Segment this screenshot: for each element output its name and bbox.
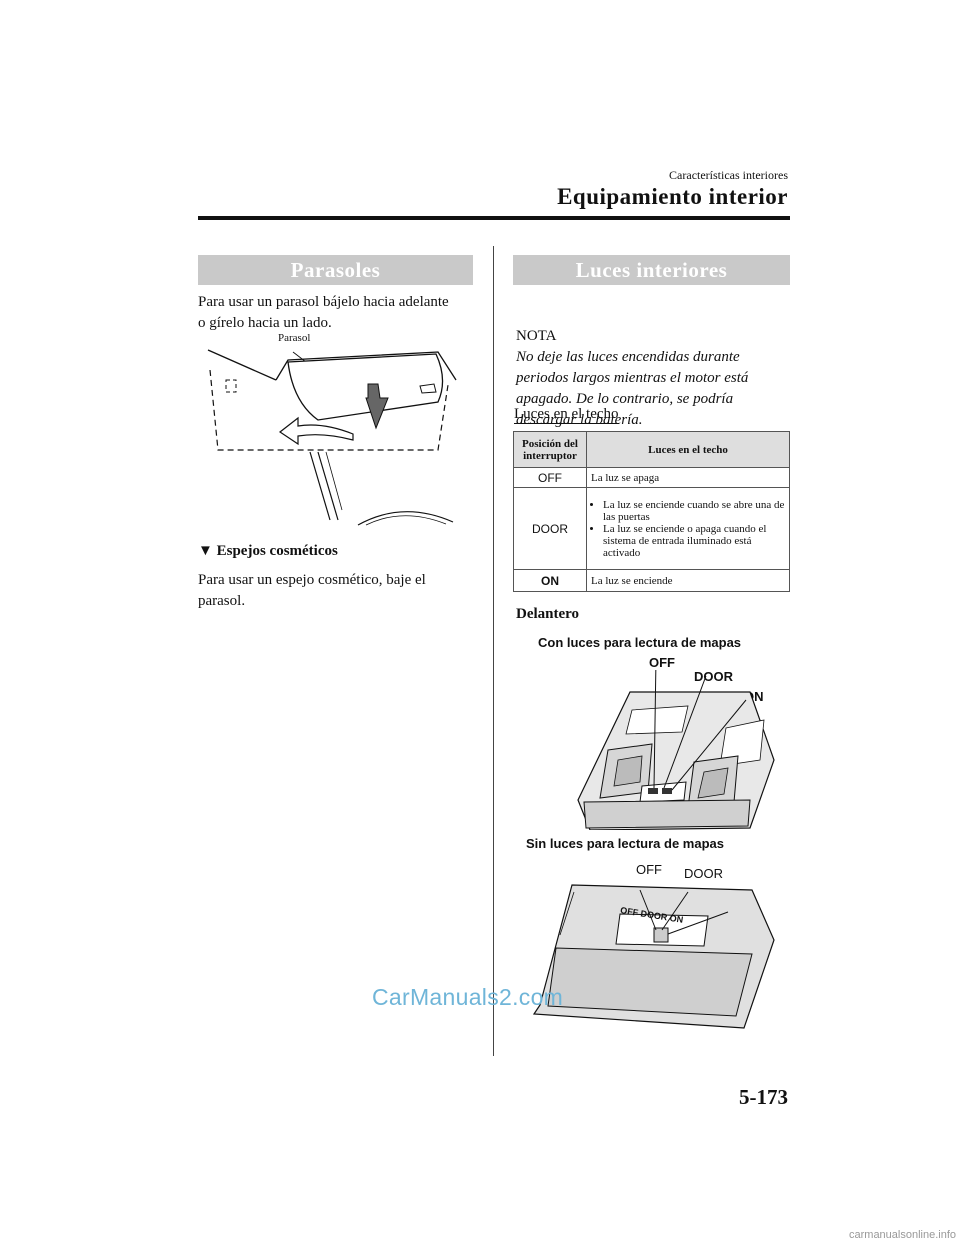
switch-on-desc: La luz se enciende (586, 569, 790, 592)
page-section-title: Equipamiento interior (557, 184, 788, 209)
fig1-caption: Con luces para lectura de mapas (538, 635, 742, 650)
parasol-figure-label: Parasol (278, 332, 311, 344)
delantero-label: Delantero (516, 606, 580, 622)
espejos-text: Para usar un espejo cosmético, baje el p… (198, 572, 426, 609)
luces-techo-heading: Luces en el techo (514, 406, 619, 424)
parasoles-intro: Para usar un parasol bájelo hacia adelan… (198, 294, 449, 331)
overhead-console-no-map-lights-illustration (532, 884, 775, 1029)
section-heading-parasoles: Parasoles (198, 255, 473, 285)
roof-light-table: Posición del interruptor Luces en el tec… (513, 431, 790, 592)
fig2-off-label: OFF (636, 862, 662, 877)
table-header-position: Posición del interruptor (513, 431, 587, 468)
table-header-lights: Luces en el techo (586, 431, 790, 468)
fig1-off-label: OFF (649, 655, 675, 670)
sun-visor-illustration (207, 349, 457, 526)
list-item: La luz se enciende cuando se abre una de… (603, 499, 785, 523)
carmanuals-watermark: CarManuals2.com (372, 984, 564, 1010)
fig2-door-label: DOOR (684, 866, 723, 881)
nota-block: NOTA No deje las luces encendidas durant… (516, 328, 749, 428)
switch-off-label: OFF (513, 467, 587, 488)
fig2-caption: Sin luces para lectura de mapas (526, 836, 724, 851)
table-row: OFF La luz se apaga (513, 467, 790, 488)
switch-on-label: ON (513, 569, 587, 592)
footer-site-label: carmanualsonline.info (849, 1229, 957, 1241)
list-item: La luz se enciende o apaga cuando el sis… (603, 523, 785, 559)
triangle-down-icon: ▼ (198, 543, 213, 559)
table-row: DOOR La luz se enciende cuando se abre u… (513, 487, 790, 570)
switch-off-desc: La luz se apaga (586, 467, 790, 488)
column-divider (493, 246, 494, 1056)
header-rule (198, 216, 790, 220)
table-row: ON La luz se enciende (513, 569, 790, 592)
switch-door-label: DOOR (513, 487, 587, 570)
table-header-row: Posición del interruptor Luces en el tec… (513, 431, 790, 468)
fig1-door-label: DOOR (694, 669, 733, 684)
page-number: 5-173 (739, 1085, 788, 1109)
chapter-label: Características interiores (669, 168, 788, 182)
section-heading-luces: Luces interiores (513, 255, 790, 285)
switch-door-desc: La luz se enciende cuando se abre una de… (586, 487, 790, 570)
espejos-heading: ▼ Espejos cosméticos (198, 543, 338, 559)
overhead-console-map-lights-illustration (577, 670, 775, 830)
